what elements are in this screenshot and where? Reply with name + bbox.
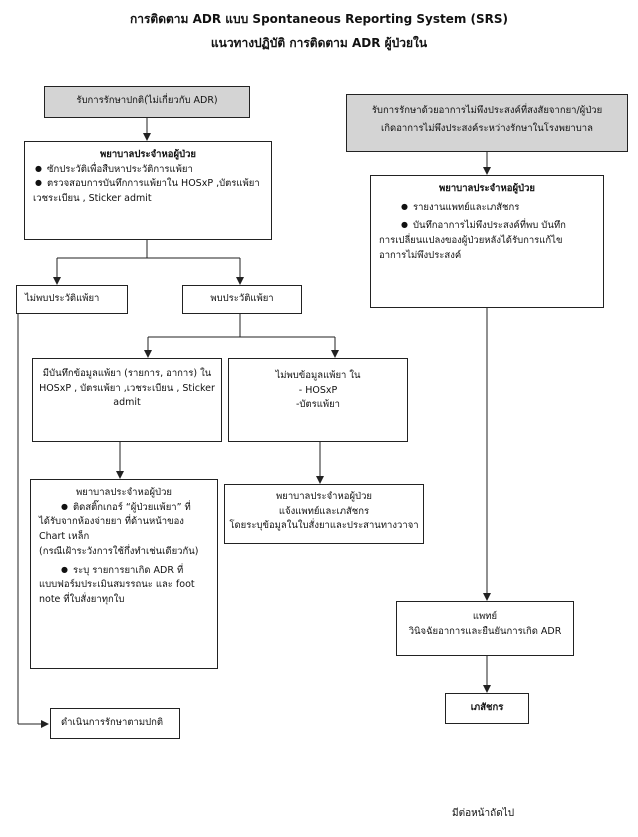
page-title: การติดตาม ADR แบบ Spontaneous Reporting … <box>129 12 509 26</box>
no-record-line2: - HOSxP <box>298 384 338 396</box>
nurse-sticker-box: พยาบาลประจำหอผู้ป่วย ติดสติ๊กเกอร์ “ผู้ป… <box>30 479 218 669</box>
has-record-line2: HOSxP , บัตรแพ้ยา ,เวชระเบียน , Sticker <box>39 382 215 394</box>
adr-bullet-line3: note ที่ใบสั่งยาทุกใบ <box>39 594 125 606</box>
right-start-line1: รับการรักษาด้วยอาการไม่พึงประสงค์ที่สงสั… <box>371 105 603 116</box>
nurse-notify-line2: แจ้งแพทย์และเภสัชกร <box>278 505 370 517</box>
nurse-notify-line1: พยาบาลประจำหอผู้ป่วย <box>276 491 372 502</box>
allergy-history-found-label: พบประวัติแพ้ยา <box>210 293 274 304</box>
sticker-bullet-line2: ได้รับจากห้องจ่ายยา ที่ด้านหน้าของ <box>39 516 184 528</box>
sticker-bullet-line4: (กรณีเฝ้าระวังการใช้กึ่งทำเช่นเดียวกัน) <box>39 545 199 557</box>
pharmacist-box: เภสัชกร <box>445 693 529 724</box>
continue-treatment-label: ดำเนินการรักษาตามปกติ <box>61 717 164 728</box>
nurse-notify-box: พยาบาลประจำหอผู้ป่วย แจ้งแพทย์และเภสัชกร… <box>224 484 424 544</box>
nurse-assessment-box: พยาบาลประจำหอผู้ป่วย ซักประวัติเพื่อสืบห… <box>24 141 272 240</box>
right-nurse-bullet1: รายงานแพทย์และเภสัชกร <box>399 201 595 216</box>
sticker-bullet-line3: Chart เหล็ก <box>39 531 90 543</box>
left-start-label: รับการรักษาปกติ(ไม่เกี่ยวกับ ADR) <box>76 95 218 106</box>
nurse-bullet-check: ตรวจสอบการบันทึกการแพ้ยาใน HOSxP ,บัตรแพ… <box>33 177 263 192</box>
allergy-history-found-box: พบประวัติแพ้ยา <box>182 285 302 314</box>
no-allergy-history-box: ไม่พบประวัติแพ้ยา <box>16 285 128 314</box>
continued-next-page-note: มีต่อหน้าถัดไป <box>452 808 515 819</box>
no-record-line1: ไม่พบข้อมูลแพ้ยา ใน <box>275 370 361 381</box>
pharmacist-label: เภสัชกร <box>470 702 504 713</box>
right-start-box: รับการรักษาด้วยอาการไม่พึงประสงค์ที่สงสั… <box>346 94 628 152</box>
continue-treatment-box: ดำเนินการรักษาตามปกติ <box>50 708 180 739</box>
no-record-line3: -บัตรแพ้ยา <box>295 399 341 411</box>
page-subtitle: แนวทางปฏิบัติ การติดตาม ADR ผู้ป่วยใน <box>210 36 428 50</box>
right-start-line2: เกิดอาการไม่พึงประสงค์ระหว่างรักษาในโรงพ… <box>381 123 593 135</box>
right-nurse-box: พยาบาลประจำหอผู้ป่วย รายงานแพทย์และเภสัช… <box>370 175 604 308</box>
has-record-line3: admit <box>113 397 141 409</box>
no-allergy-record-box: ไม่พบข้อมูลแพ้ยา ใน - HOSxP -บัตรแพ้ยา <box>228 358 408 442</box>
no-allergy-history-label: ไม่พบประวัติแพ้ยา <box>25 293 100 304</box>
nurse-bullet-history: ซักประวัติเพื่อสืบหาประวัติการแพ้ยา <box>33 163 263 178</box>
adr-bullet-line1: ระบุ รายการยาเกิด ADR ที่ <box>59 564 209 579</box>
doctor-line2: วินิจฉัยอาการและยืนยันการเกิด ADR <box>408 625 562 637</box>
right-nurse-bullet2-line2: การเปลี่ยนแปลงของผู้ป่วยหลังได้รับการแก้… <box>379 235 563 247</box>
right-nurse-bullet2-line3: อาการไม่พึงประสงค์ <box>379 249 462 261</box>
has-record-line1: มีบันทึกข้อมูลแพ้ยา (รายการ, อาการ) ใน <box>42 368 212 379</box>
adr-bullet-line2: แบบฟอร์มประเมินสมรรถนะ และ foot <box>39 579 195 591</box>
nurse-bullet-check-cont: เวชระเบียน , Sticker admit <box>33 193 152 205</box>
nurse-notify-line3: โดยระบุข้อมูลในใบสั่งยาและประสานทางวาจา <box>229 520 419 532</box>
right-nurse-bullet2: บันทึกอาการไม่พึงประสงค์ที่พบ บันทึก <box>399 219 595 234</box>
right-nurse-head: พยาบาลประจำหอผู้ป่วย <box>439 183 535 194</box>
doctor-box: แพทย์ วินิจฉัยอาการและยืนยันการเกิด ADR <box>396 601 574 656</box>
has-allergy-record-box: มีบันทึกข้อมูลแพ้ยา (รายการ, อาการ) ใน H… <box>32 358 222 442</box>
doctor-line1: แพทย์ <box>472 611 498 622</box>
nurse-assessment-head: พยาบาลประจำหอผู้ป่วย <box>100 149 196 160</box>
nurse-sticker-head: พยาบาลประจำหอผู้ป่วย <box>76 487 172 498</box>
left-start-box: รับการรักษาปกติ(ไม่เกี่ยวกับ ADR) <box>44 86 250 118</box>
sticker-bullet-line1: ติดสติ๊กเกอร์ “ผู้ป่วยแพ้ยา” ที่ <box>59 501 209 516</box>
